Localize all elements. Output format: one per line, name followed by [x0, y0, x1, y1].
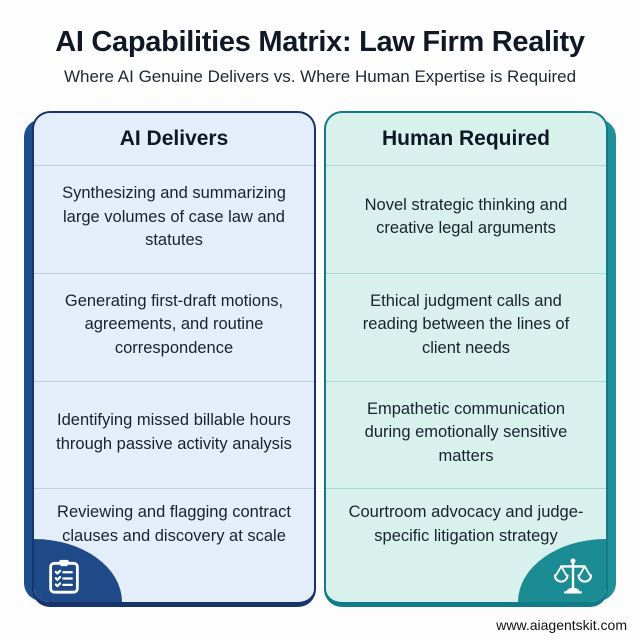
table-row: Generating first-draft motions, agreemen…	[34, 272, 314, 381]
ai-delivers-card: AI Delivers Synthesizing and summarizing…	[32, 111, 316, 607]
table-row: Novel strategic thinking and creative le…	[326, 165, 606, 273]
human-required-header: Human Required	[381, 127, 551, 150]
capabilities-matrix: AI Delivers Synthesizing and summarizing…	[24, 111, 616, 607]
human-required-card: Human Required Novel strategic thinking …	[324, 111, 608, 607]
column-ai-delivers: AI Delivers Synthesizing and summarizing…	[24, 111, 316, 607]
table-row: Identifying missed billable hours throug…	[34, 380, 314, 489]
page-subtitle: Where AI Genuine Delivers vs. Where Huma…	[63, 67, 577, 86]
table-row: Empathetic communication during emotiona…	[326, 380, 606, 489]
clipboard-checklist-icon	[47, 557, 81, 595]
scales-of-justice-icon	[553, 557, 593, 595]
column-human-required: Human Required Novel strategic thinking …	[324, 111, 616, 607]
page-header: AI Capabilities Matrix: Law Firm Reality…	[0, 0, 640, 87]
page-title: AI Capabilities Matrix: Law Firm Reality	[55, 26, 585, 58]
table-row: Reviewing and flagging contract clauses …	[34, 488, 314, 602]
ai-delivers-header: AI Delivers	[119, 127, 229, 150]
table-row: Courtroom advocacy and judge-specific li…	[326, 488, 606, 602]
table-row: Ethical judgment calls and reading betwe…	[326, 272, 606, 381]
table-row: Synthesizing and summarizing large volum…	[34, 165, 314, 273]
website-url: www.aiagentskit.com	[496, 617, 627, 633]
